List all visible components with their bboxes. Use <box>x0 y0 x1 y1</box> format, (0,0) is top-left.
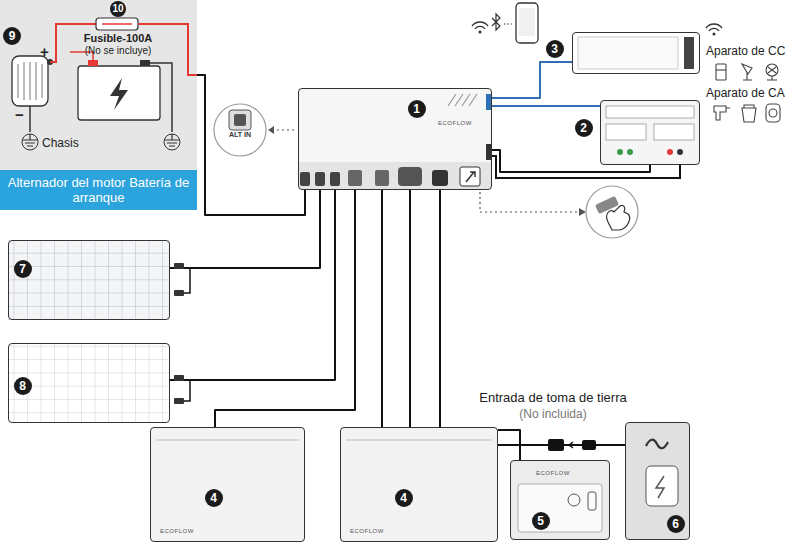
cable <box>215 190 355 427</box>
callout-number: 9 <box>3 27 21 45</box>
part-note: (No se incluye) <box>68 45 168 56</box>
solar-panel: 7 <box>8 240 170 320</box>
shore-post-art <box>625 422 690 540</box>
callout-number: 3 <box>546 40 564 58</box>
caption-band: Alternador del motor Batería de arranque <box>0 170 197 210</box>
alt-in-zoom <box>214 104 294 156</box>
part-label: Fusible-100A <box>68 32 168 44</box>
group-label: Aparato de CC <box>706 44 785 58</box>
alternator-panel-art <box>0 0 197 210</box>
port-note: (No incluida) <box>493 407 613 421</box>
smart-display-art <box>572 32 700 74</box>
callout-number: 6 <box>667 515 685 533</box>
callout-number: 10 <box>110 1 126 17</box>
solar-panel: 8 <box>8 343 170 423</box>
cable <box>170 190 335 380</box>
cable <box>197 75 305 215</box>
callout-number: 2 <box>575 119 593 137</box>
callout-number: 1 <box>408 100 426 118</box>
brand-mark: ECOFLOW <box>350 528 384 534</box>
group-label: Aparato de CA <box>706 86 785 100</box>
distribution-panel: 2 <box>600 100 700 165</box>
smart-display: 3 <box>572 32 700 74</box>
band-text: Alternador del motor Batería de arranque <box>6 175 191 205</box>
battery-pack: 4 <box>150 427 305 542</box>
callout-number: 4 <box>205 489 223 507</box>
callout-number: 5 <box>532 512 550 530</box>
polarity-sign: − <box>15 108 24 122</box>
callout-number: 4 <box>395 489 413 507</box>
solar-panels-art <box>8 240 190 423</box>
battery-pack: 4 <box>340 427 498 542</box>
alternator-panel: Alternador del motor Batería de arranque <box>0 0 197 210</box>
brand-mark: ECOFLOW <box>160 528 194 534</box>
brand-mark: ECOFLOW <box>438 120 472 126</box>
port-label: ALT IN <box>220 131 260 138</box>
callout-number: 8 <box>14 377 32 395</box>
callout-number: 7 <box>14 260 32 278</box>
power-hub-art <box>298 88 492 190</box>
shore-power-post: 6 <box>625 422 690 540</box>
cable <box>410 190 520 460</box>
ground-label: Chasis <box>42 136 79 150</box>
cable <box>381 190 383 427</box>
port-label: Entrada de toma de tierra <box>453 390 653 405</box>
distribution-panel-art <box>492 100 700 178</box>
generator-art <box>510 460 610 540</box>
cable <box>492 62 572 98</box>
polarity-sign: + <box>40 45 49 59</box>
power-hub: 1 <box>298 88 492 190</box>
button-zoom <box>480 186 638 238</box>
cable <box>492 105 600 107</box>
battery-art <box>150 427 498 542</box>
brand-mark: ECOFLOW <box>536 470 570 476</box>
